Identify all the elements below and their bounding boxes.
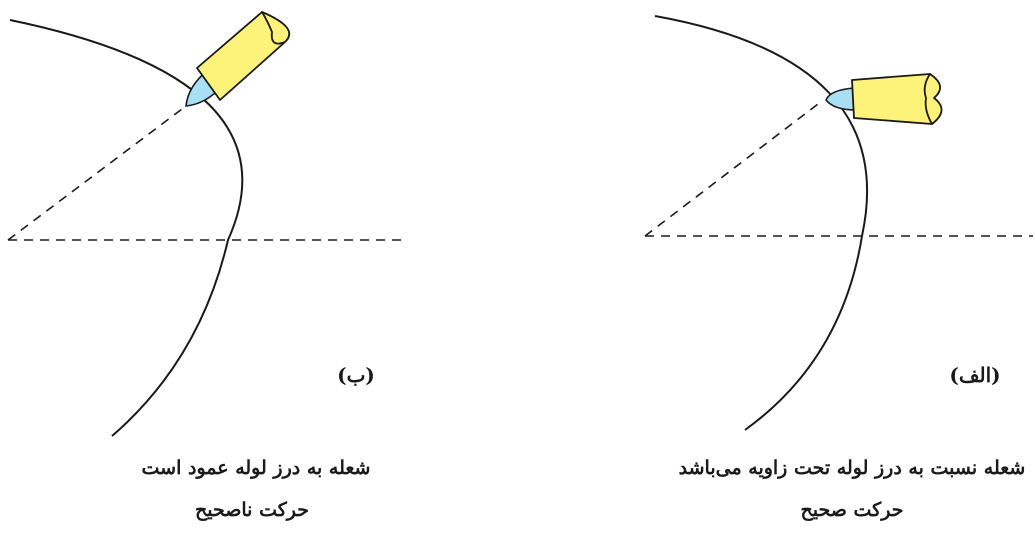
torch-body-alef: [852, 74, 932, 124]
panel-alef: (الف) شعله نسبت به درز لوله تحت زاویه می…: [645, 16, 1033, 521]
pipe-arc-alef: [655, 16, 867, 430]
torch-b: [186, 12, 289, 106]
panel-alef-caption-line2: حرکت صحیح: [801, 499, 904, 521]
radius-line-alef: [645, 104, 818, 236]
panel-alef-tag: (الف): [949, 363, 1000, 387]
panel-b-tag: (ب): [337, 363, 375, 387]
panel-b-caption-line2: حرکت ناصحیح: [195, 499, 309, 521]
panel-b: (ب) شعله به درز لوله عمود است حرکت ناصحی…: [8, 12, 408, 521]
panel-alef-caption-line1: شعله نسبت به درز لوله تحت زاویه می‌باشد: [679, 457, 1026, 479]
radius-line-b: [8, 106, 186, 240]
torch-alef: [826, 74, 942, 124]
flame-alef: [826, 88, 856, 110]
panel-b-caption-line1: شعله به درز لوله عمود است: [142, 457, 371, 479]
